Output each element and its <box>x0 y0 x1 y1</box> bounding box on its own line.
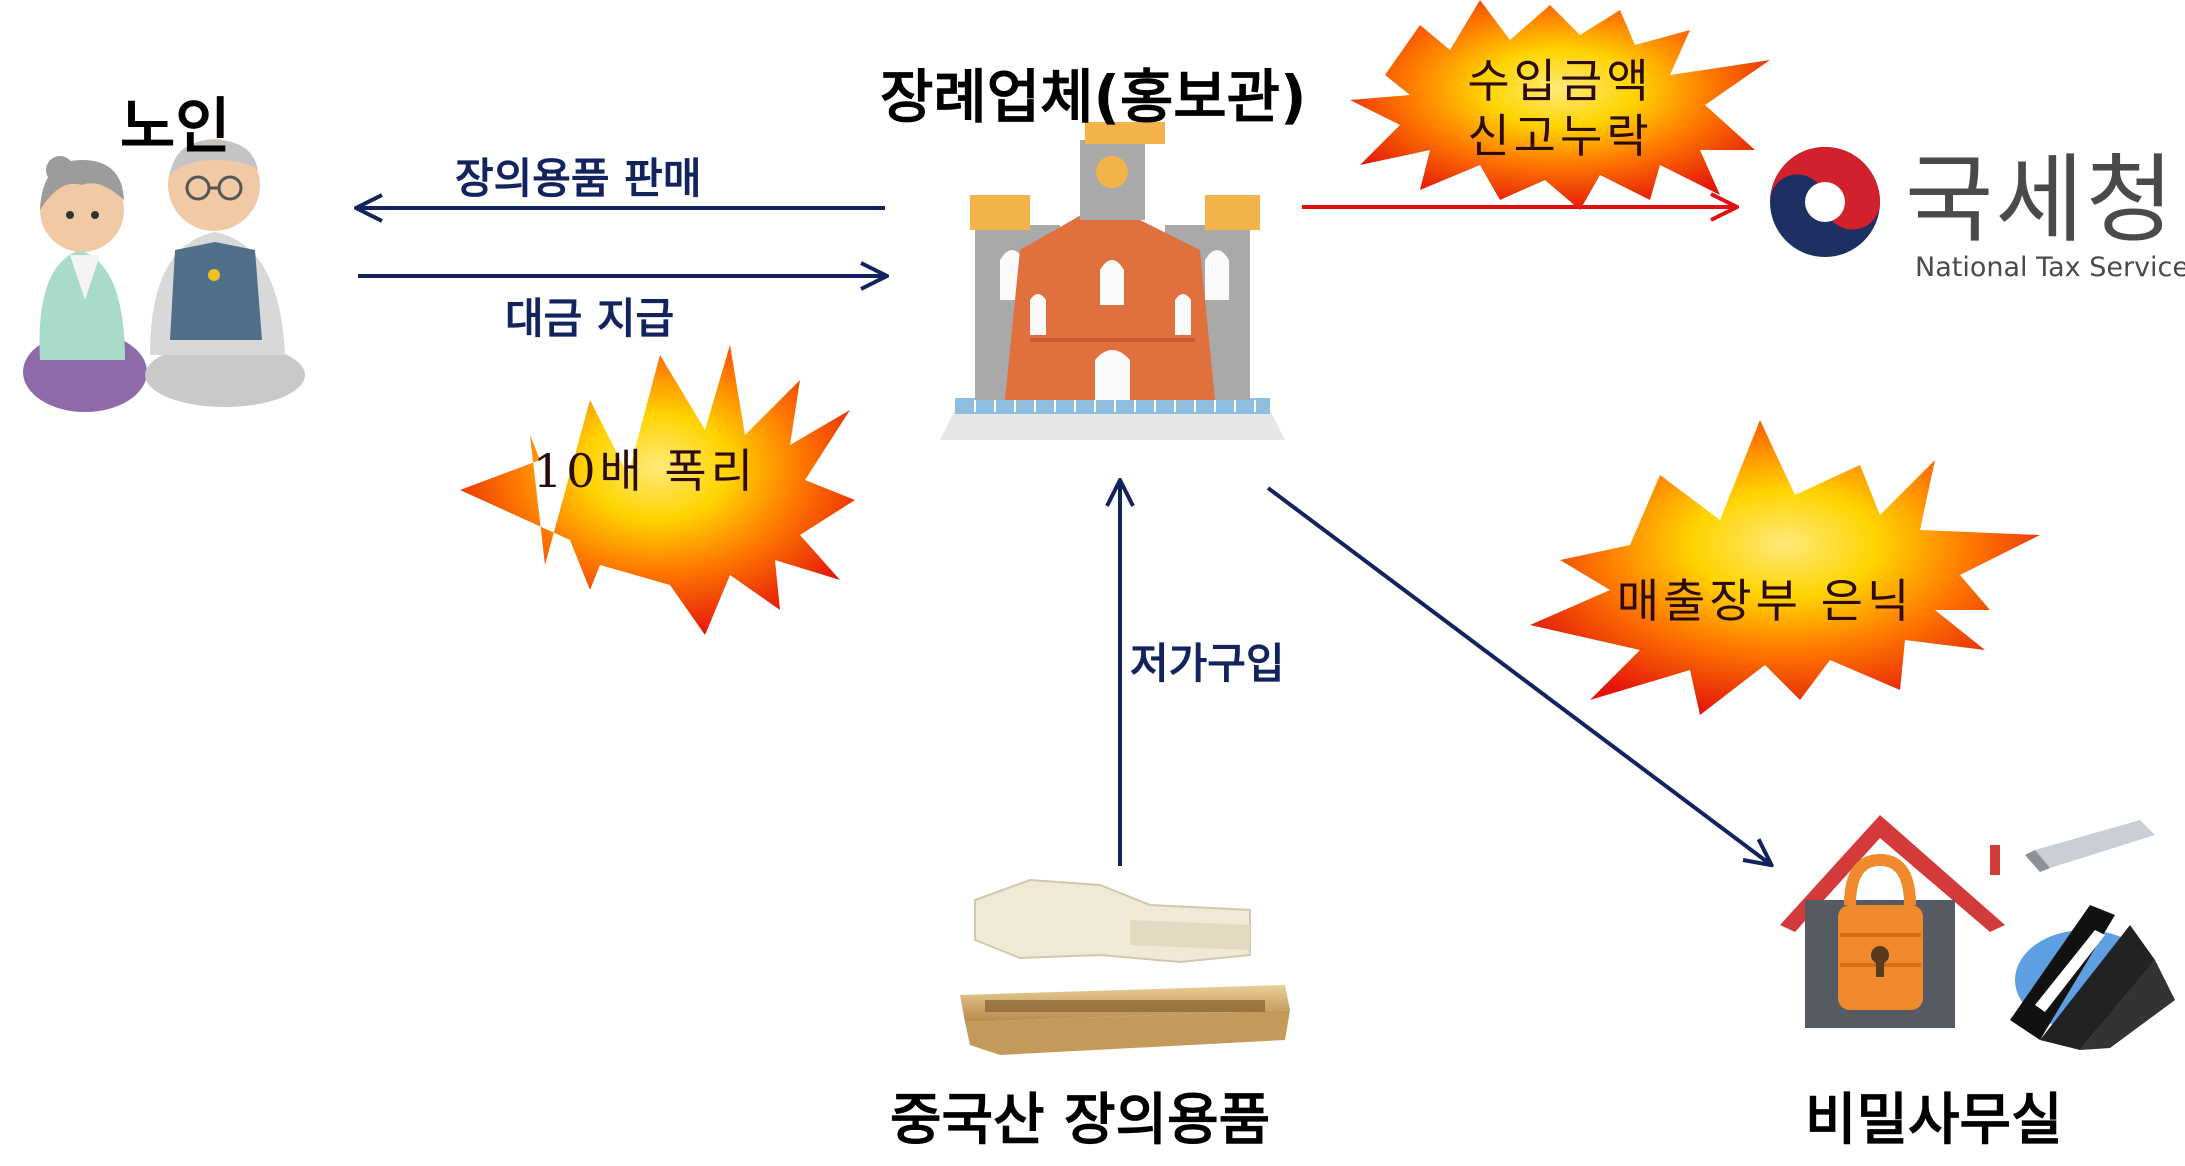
secret-office-illustration <box>1780 815 2175 1050</box>
edge-label-pay: 대금 지급 <box>505 294 675 343</box>
funeral-building-illustration <box>940 122 1285 440</box>
nts-wordmark-ko: 국세청 <box>1905 144 2176 256</box>
node-label-funeral-company: 장례업체(홍보관) <box>880 63 1307 131</box>
node-label-elderly: 노인 <box>120 92 231 162</box>
burst-unreported-shape <box>1350 0 1770 210</box>
china-goods-illustration <box>960 878 1290 1055</box>
burst-profit-shape <box>460 345 855 635</box>
burst-text-unreported-line1: 수입금액 <box>1467 54 1653 108</box>
node-label-secret-office: 비밀사무실 <box>1805 1088 2063 1153</box>
burst-ledger-shape <box>1530 420 2040 715</box>
arrow-hide-ledger <box>1266 486 1770 864</box>
edge-label-sell: 장의용품 판매 <box>455 154 702 203</box>
edge-label-buy-cheap: 저가구입 <box>1130 639 1285 688</box>
node-label-china-goods: 중국산 장의용품 <box>890 1088 1271 1153</box>
burst-text-profit: 10배 폭리 <box>532 444 758 498</box>
elderly-couple-illustration <box>23 139 305 412</box>
nts-emblem-icon <box>1770 147 1880 257</box>
nts-wordmark-en: National Tax Service <box>1915 252 2185 283</box>
burst-text-hidden-ledger: 매출장부 은닉 <box>1616 574 1914 628</box>
burst-text-unreported-line2: 신고누락 <box>1467 109 1653 163</box>
